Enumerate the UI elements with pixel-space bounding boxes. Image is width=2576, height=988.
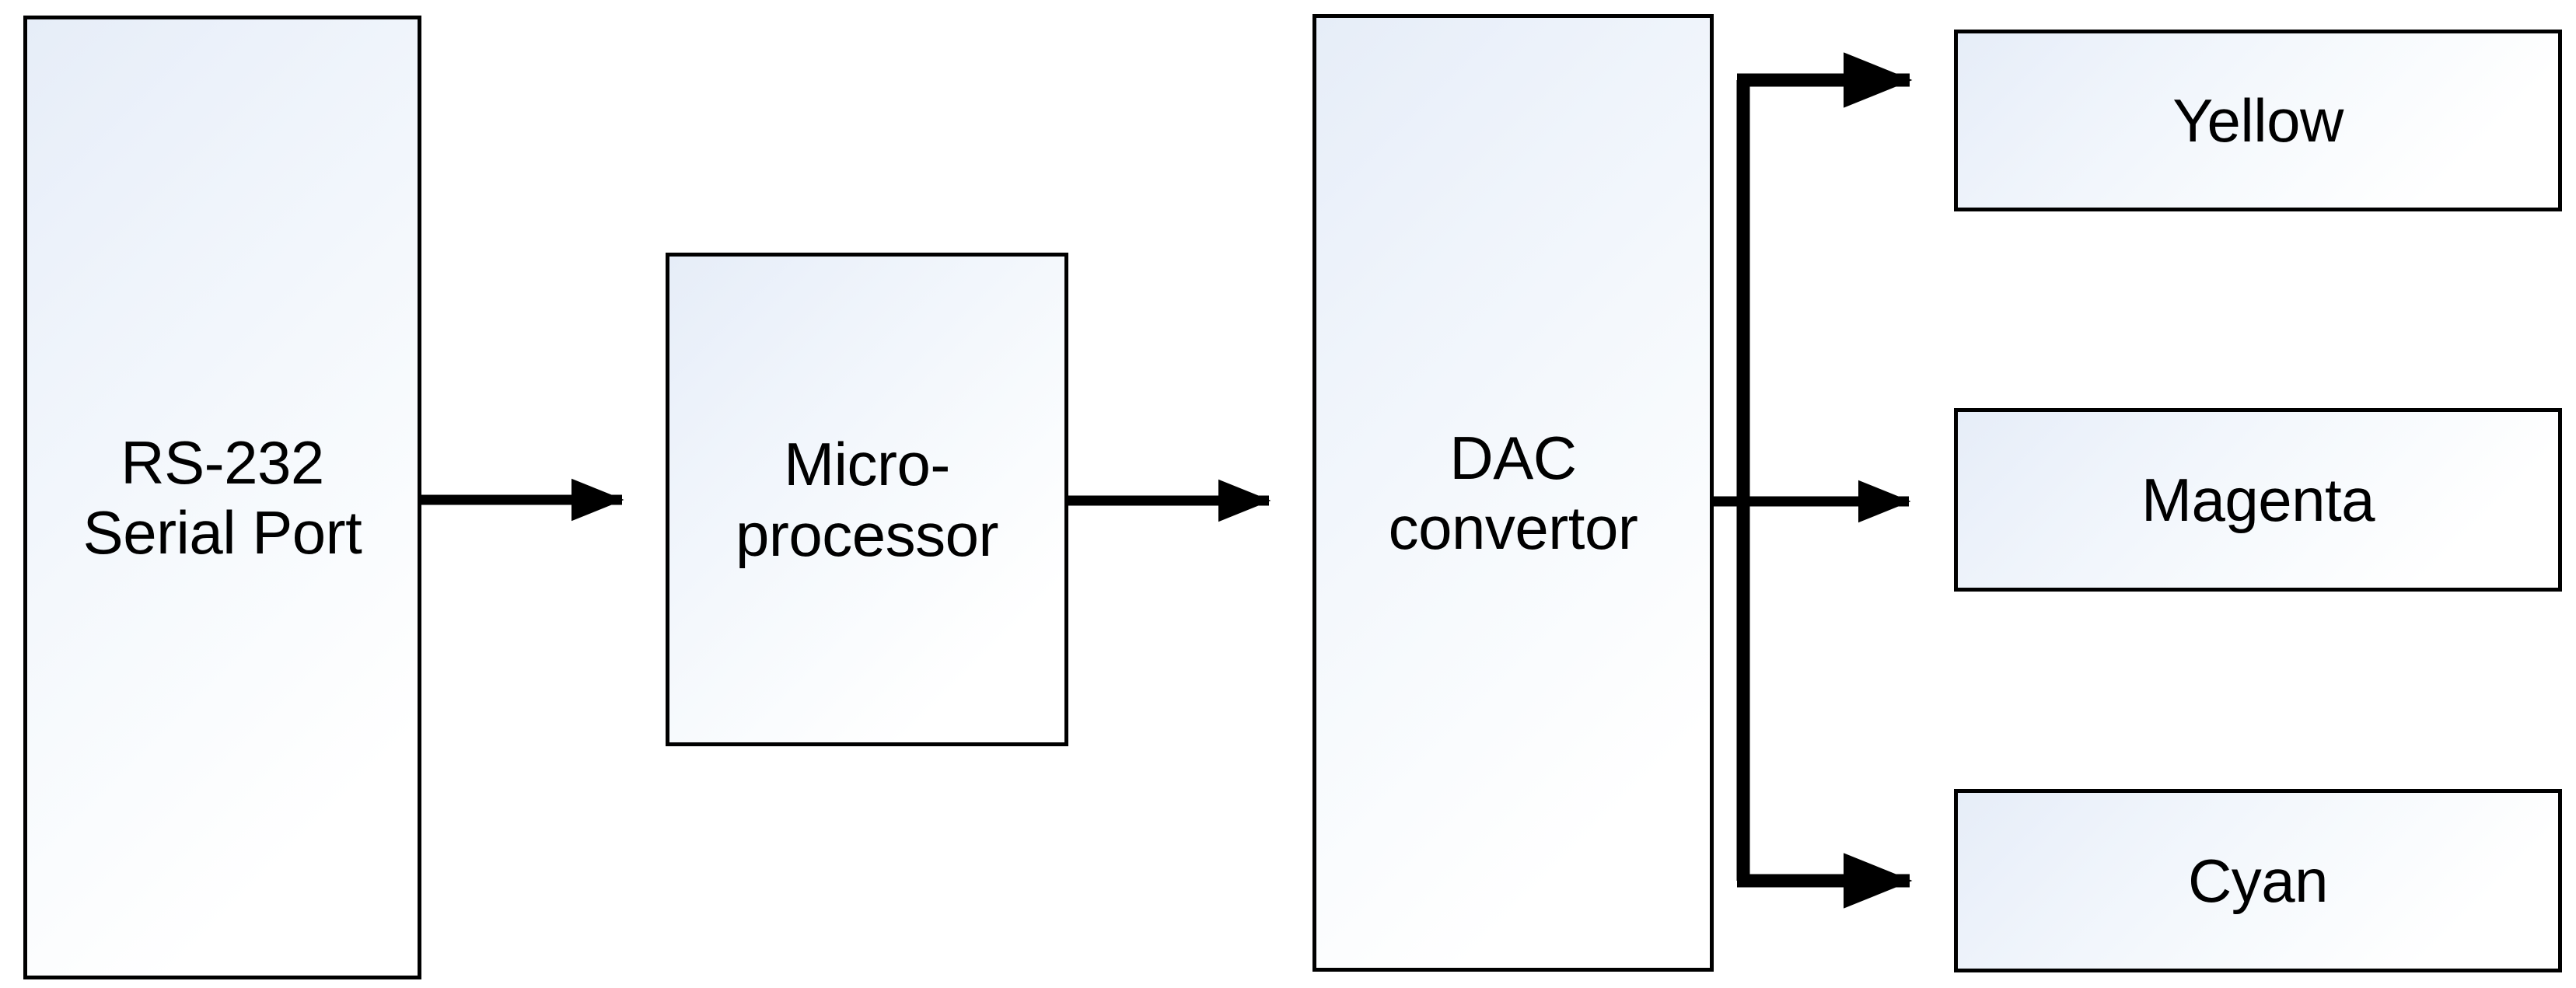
block-rs232[interactable]: RS-232 Serial Port (23, 16, 421, 979)
block-rs232-label: RS-232 Serial Port (82, 428, 362, 567)
block-microprocessor-label: Micro- processor (736, 430, 998, 569)
block-dac-convertor[interactable]: DAC convertor (1312, 14, 1714, 972)
block-yellow[interactable]: Yellow (1954, 30, 2562, 211)
block-magenta[interactable]: Magenta (1954, 408, 2562, 592)
block-cyan[interactable]: Cyan (1954, 789, 2562, 972)
block-magenta-label: Magenta (2141, 465, 2375, 534)
block-microprocessor[interactable]: Micro- processor (666, 253, 1068, 746)
block-dac-convertor-label: DAC convertor (1388, 423, 1638, 562)
block-cyan-label: Cyan (2187, 846, 2329, 915)
block-yellow-label: Yellow (2172, 86, 2344, 155)
